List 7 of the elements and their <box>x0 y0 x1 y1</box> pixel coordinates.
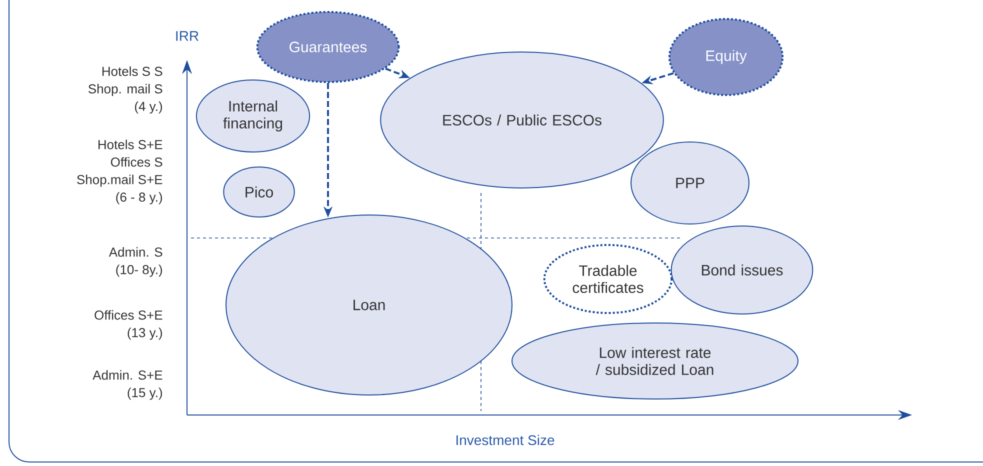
row-label: Admin. S+E (15 y.) <box>92 370 162 400</box>
axis-title: IRR <box>176 31 198 41</box>
row-label: Admin. S (10- 8y.) <box>108 247 162 277</box>
row-label: Hotels S S Shop. mail S (4 y.) <box>88 66 162 114</box>
row-label: Hotels S+E Offices S Shop.mail S+E (6 - 8 y.) <box>77 140 162 204</box>
row-label: Offices S+E (13 y.) <box>94 310 162 340</box>
axis-title: Investment Size <box>456 434 554 446</box>
